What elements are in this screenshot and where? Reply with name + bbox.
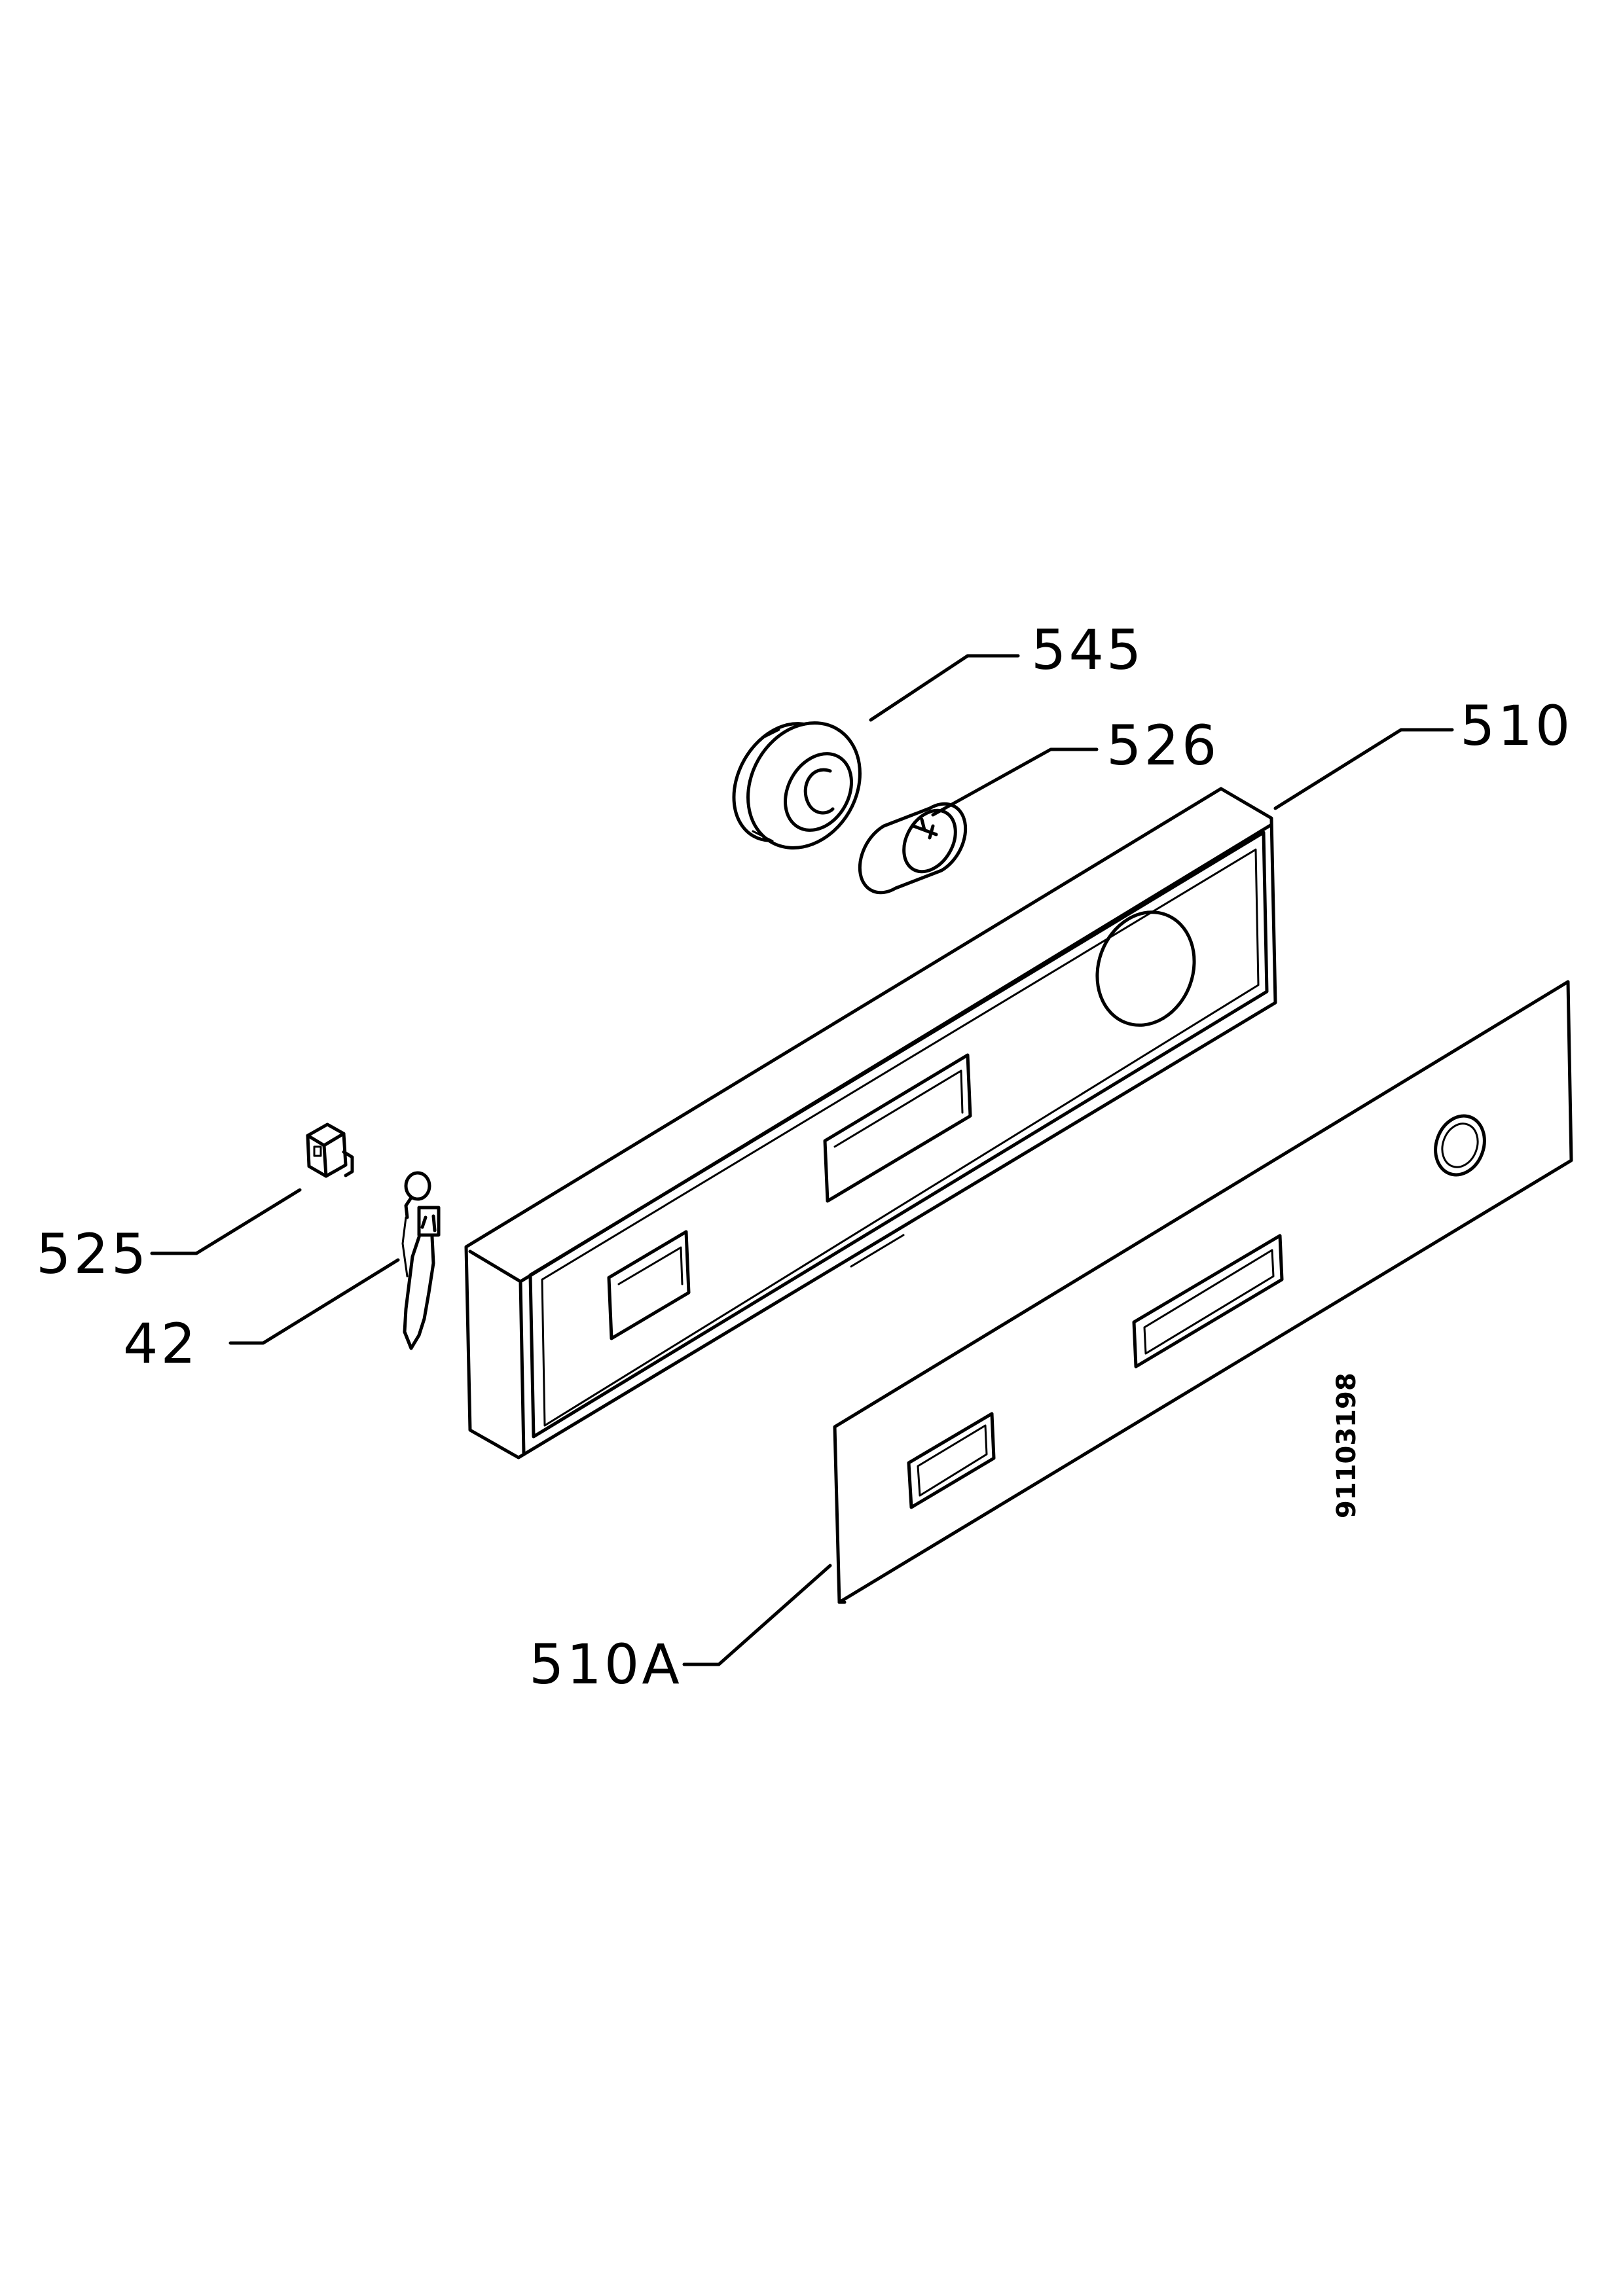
- label-42: 42: [123, 1312, 198, 1376]
- part-510-panel-housing: [464, 787, 1277, 1460]
- leader-525: [150, 1188, 302, 1255]
- part-510a-front-plate: [833, 980, 1573, 1604]
- label-510: 510: [1460, 694, 1573, 758]
- label-525: 525: [36, 1222, 149, 1286]
- leader-510a: [682, 1564, 832, 1666]
- leader-545: [869, 654, 1020, 722]
- label-510a: 510A: [529, 1632, 682, 1696]
- label-526: 526: [1106, 713, 1219, 778]
- label-545: 545: [1031, 618, 1144, 682]
- leader-526: [931, 747, 1099, 817]
- drawing-number: 91103198: [1332, 1372, 1362, 1518]
- leader-lines: [150, 654, 1454, 1666]
- part-545-knob: [732, 721, 862, 850]
- part-42-wiring: [401, 1171, 441, 1350]
- leader-42: [228, 1258, 400, 1345]
- part-525-switch: [306, 1122, 354, 1178]
- leader-510: [1273, 728, 1454, 810]
- part-526-insert: [858, 802, 968, 895]
